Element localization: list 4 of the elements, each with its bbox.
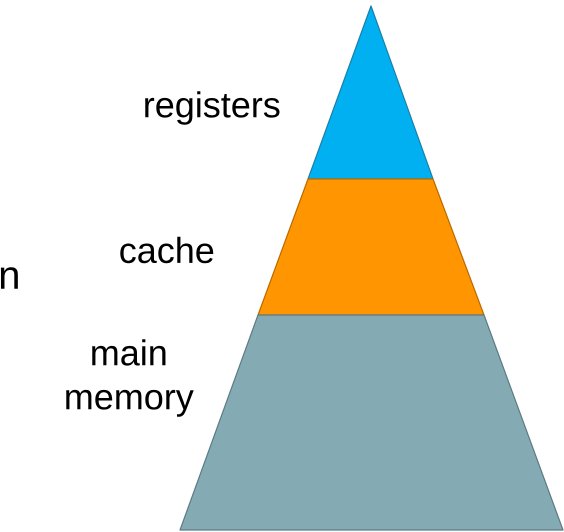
tier-label: registers: [145, 91, 280, 125]
tier-label: cache: [120, 236, 214, 264]
text-fragment: n: [0, 267, 18, 289]
tier-label: main memory: [66, 339, 194, 417]
